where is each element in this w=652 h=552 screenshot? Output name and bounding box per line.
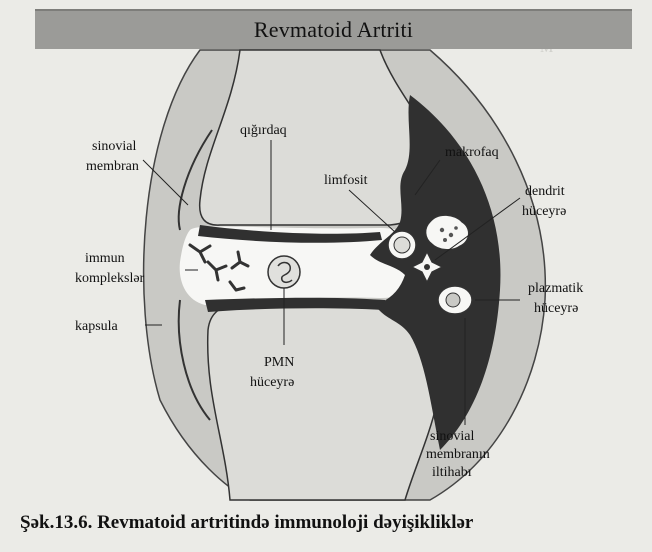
plasma-cell [437,285,473,315]
leader-lines [142,140,521,425]
label-sinovial-membran-1: sinovial [92,139,136,154]
figure-caption: Şək.13.6. Revmatoid artritində immunoloj… [20,512,474,533]
lymphocyte-cell [387,230,417,260]
label-makrofaq: makrofaq [445,145,499,160]
inflamed-synovium [370,95,501,450]
upper-cartilage [198,225,382,243]
label-kapsula: kapsula [75,319,119,334]
lower-cartilage [205,297,385,312]
label-pmn-2: hüceyrə [250,375,294,390]
label-inflammation-3: iltihabı [432,465,472,480]
macrophage-cell [425,214,470,251]
label-inflammation-2: membranın [426,447,490,462]
label-plazmatik-1: plazmatik [528,281,583,296]
diagram-title: Revmatoid Artriti [253,17,414,42]
pmn-cell [267,255,301,289]
title-bar: Revmatoid Artriti [35,9,632,49]
lower-bone [206,304,443,501]
label-dendrit-2: hüceyrə [522,204,566,219]
label-dendrit-1: dendrit [525,184,565,199]
label-plazmatik-2: hüceyrə [534,301,578,316]
label-limfosit: limfosit [324,173,368,188]
immune-complexes [188,243,250,292]
label-immun-2: komplekslər [75,271,145,286]
label-immun-1: immun [85,251,125,266]
joint-cavity [179,226,420,305]
synovial-membrane-left [177,129,213,231]
dendritic-cell [410,250,444,284]
label-inflammation-1: sinovial [430,429,474,444]
label-pmn-1: PMN [264,355,294,370]
label-qigirdaq: qığırdaq [240,123,287,138]
label-sinovial-membran-2: membran [86,159,139,174]
synovial-membrane-left-lower [177,299,211,421]
